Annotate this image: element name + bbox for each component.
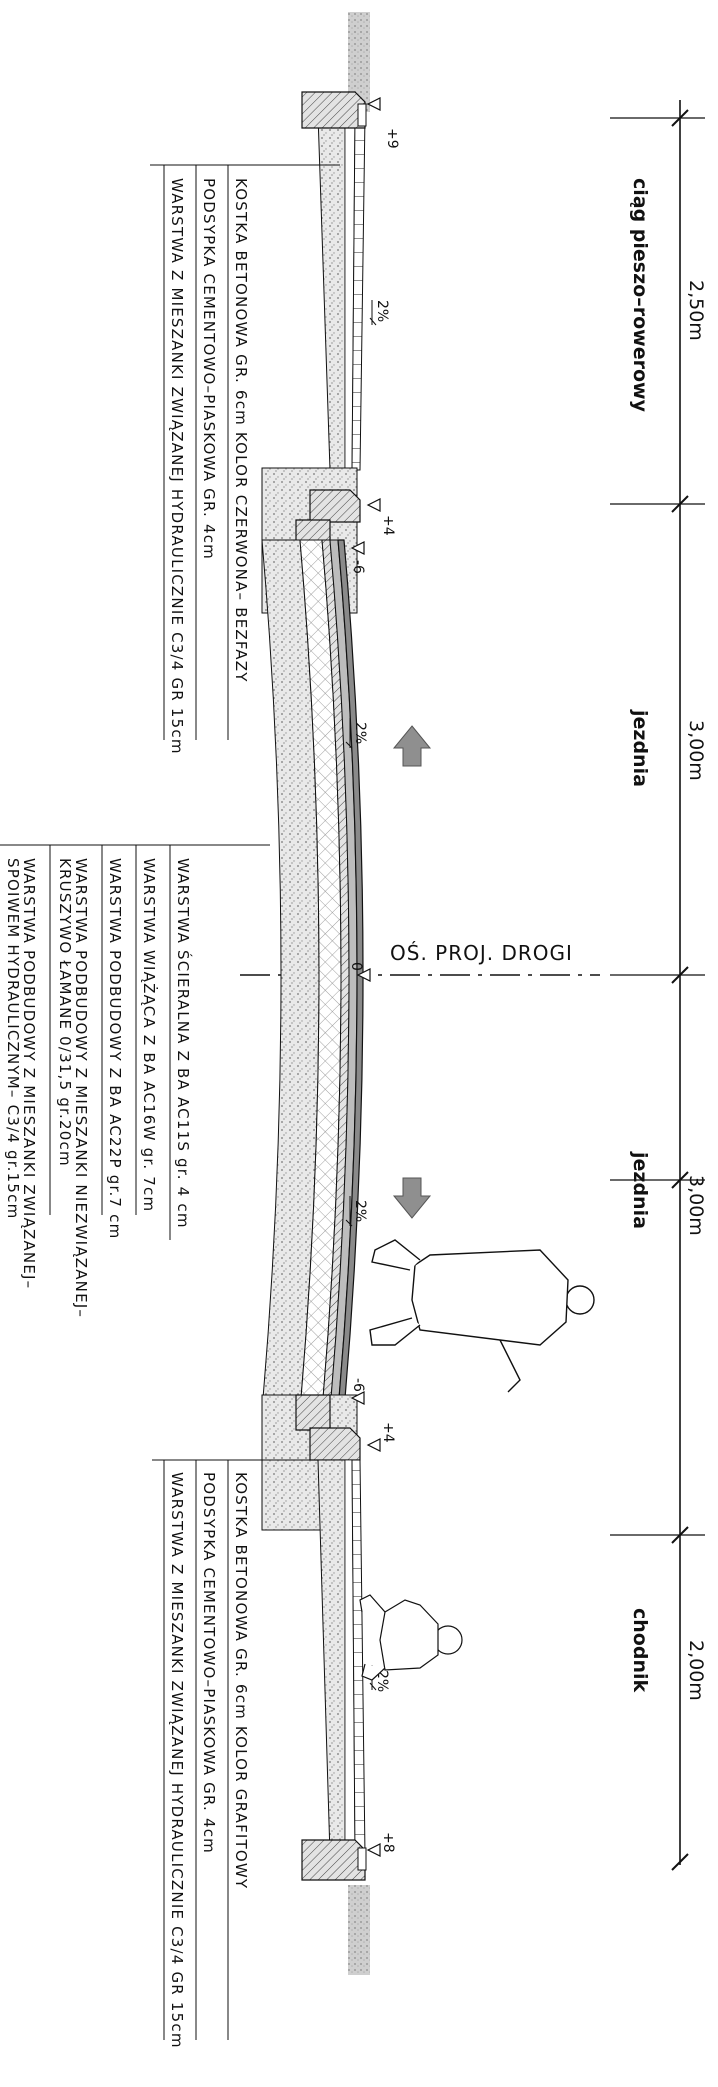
dimension-line xyxy=(610,100,705,1871)
callout-road-layer-3: WARSTWA PODBUDOWY Z BA AC22P gr.7 cm xyxy=(106,858,124,1239)
pedestrian-adult-icon xyxy=(369,1239,595,1393)
callout-road-lines xyxy=(0,844,270,1240)
slope-lane-right: 2% xyxy=(352,1200,368,1222)
zone-lane-left: jezdnia xyxy=(629,709,651,787)
zone-sidewalk: chodnik xyxy=(629,1608,651,1692)
level-axis: 0 xyxy=(348,962,364,971)
soil-top xyxy=(348,12,370,112)
level-cycle-curb: +4 xyxy=(380,515,396,536)
level-top-curb: +9 xyxy=(384,128,400,149)
traffic-arrow-left-icon xyxy=(392,725,432,767)
dim-lane-left: 3,00m xyxy=(685,720,707,781)
axis-label: OŚ. PROJ. DROGI xyxy=(390,941,573,965)
dim-sidewalk: 2,00m xyxy=(685,1640,707,1701)
pedestrian-child-icon xyxy=(359,1594,463,1681)
road-structure xyxy=(190,539,364,1411)
slope-sidewalk: 2% xyxy=(374,1670,390,1692)
top-curb xyxy=(301,91,367,129)
sidewalk-structure xyxy=(317,1459,366,1856)
soil-bottom xyxy=(348,1885,370,1975)
level-road-edge-left: -6 xyxy=(350,560,366,574)
level-walk-curb: +4 xyxy=(380,1422,396,1443)
callout-sidewalk-lines xyxy=(152,1459,340,2040)
dim-cycle-path: 2,50m xyxy=(685,280,707,341)
callout-sidewalk-layer-2: PODSYPKA CEMENTOWO–PIASKOWA GR. 4cm xyxy=(200,1472,218,1854)
cycle-path-structure xyxy=(317,114,366,471)
callout-road-layer-1: WARSTWA ŚCIERALNA Z BA AC11S gr. 4 cm xyxy=(174,858,193,1229)
slope-lane-left: 2% xyxy=(352,722,368,744)
zone-cycle-path: ciąg pieszo–rowerowy xyxy=(629,178,651,413)
level-markers xyxy=(350,97,381,1857)
callout-cycle-layer-3: WARSTWA Z MIESZANKI ZWIĄZANEJ HYDRAULICZ… xyxy=(168,178,186,755)
level-bottom-curb: +8 xyxy=(380,1832,396,1853)
callout-cycle-layer-2: PODSYPKA CEMENTOWO–PIASKOWA GR. 4cm xyxy=(200,178,218,560)
callout-sidewalk-layer-1: KOSTKA BETONOWA GR. 6cm KOLOR GRAFITOWY xyxy=(232,1472,250,1889)
callout-cycle-layer-1: KOSTKA BETONOWA GR. 6cm KOLOR CZERWONA– … xyxy=(232,178,250,683)
zone-lane-right: jezdnia xyxy=(629,1151,651,1229)
callout-sidewalk-layer-3: WARSTWA Z MIESZANKI ZWIĄZANEJ HYDRAULICZ… xyxy=(168,1472,186,2049)
callout-road-layer-5a: WARSTWA PODBUDOWY Z MIESZANKI ZWIĄZANEJ– xyxy=(20,858,38,1289)
slope-cycle: 2% xyxy=(374,300,390,322)
callout-cycle-lines xyxy=(150,164,340,740)
dim-lane-right: 3,00m xyxy=(685,1175,707,1236)
callout-road-layer-2: WARSTWA WIĄŻĄCA Z BA AC16W gr. 7cm xyxy=(140,858,159,1212)
level-road-edge-right: -6 xyxy=(350,1378,366,1392)
callout-road-layer-4b: KRUSZYWO ŁAMANE 0/31,5 gr.20cm xyxy=(56,858,74,1167)
traffic-arrow-right-icon xyxy=(392,1177,432,1219)
bottom-curb xyxy=(301,1839,367,1881)
callout-road-layer-5b: SPOIWEM HYDRAULICZNYM– C3/4 gr.15cm xyxy=(4,858,22,1219)
callout-road-layer-4a: WARSTWA PODBUDOWY Z MIESZANKI NIEZWIĄZAN… xyxy=(72,858,90,1318)
